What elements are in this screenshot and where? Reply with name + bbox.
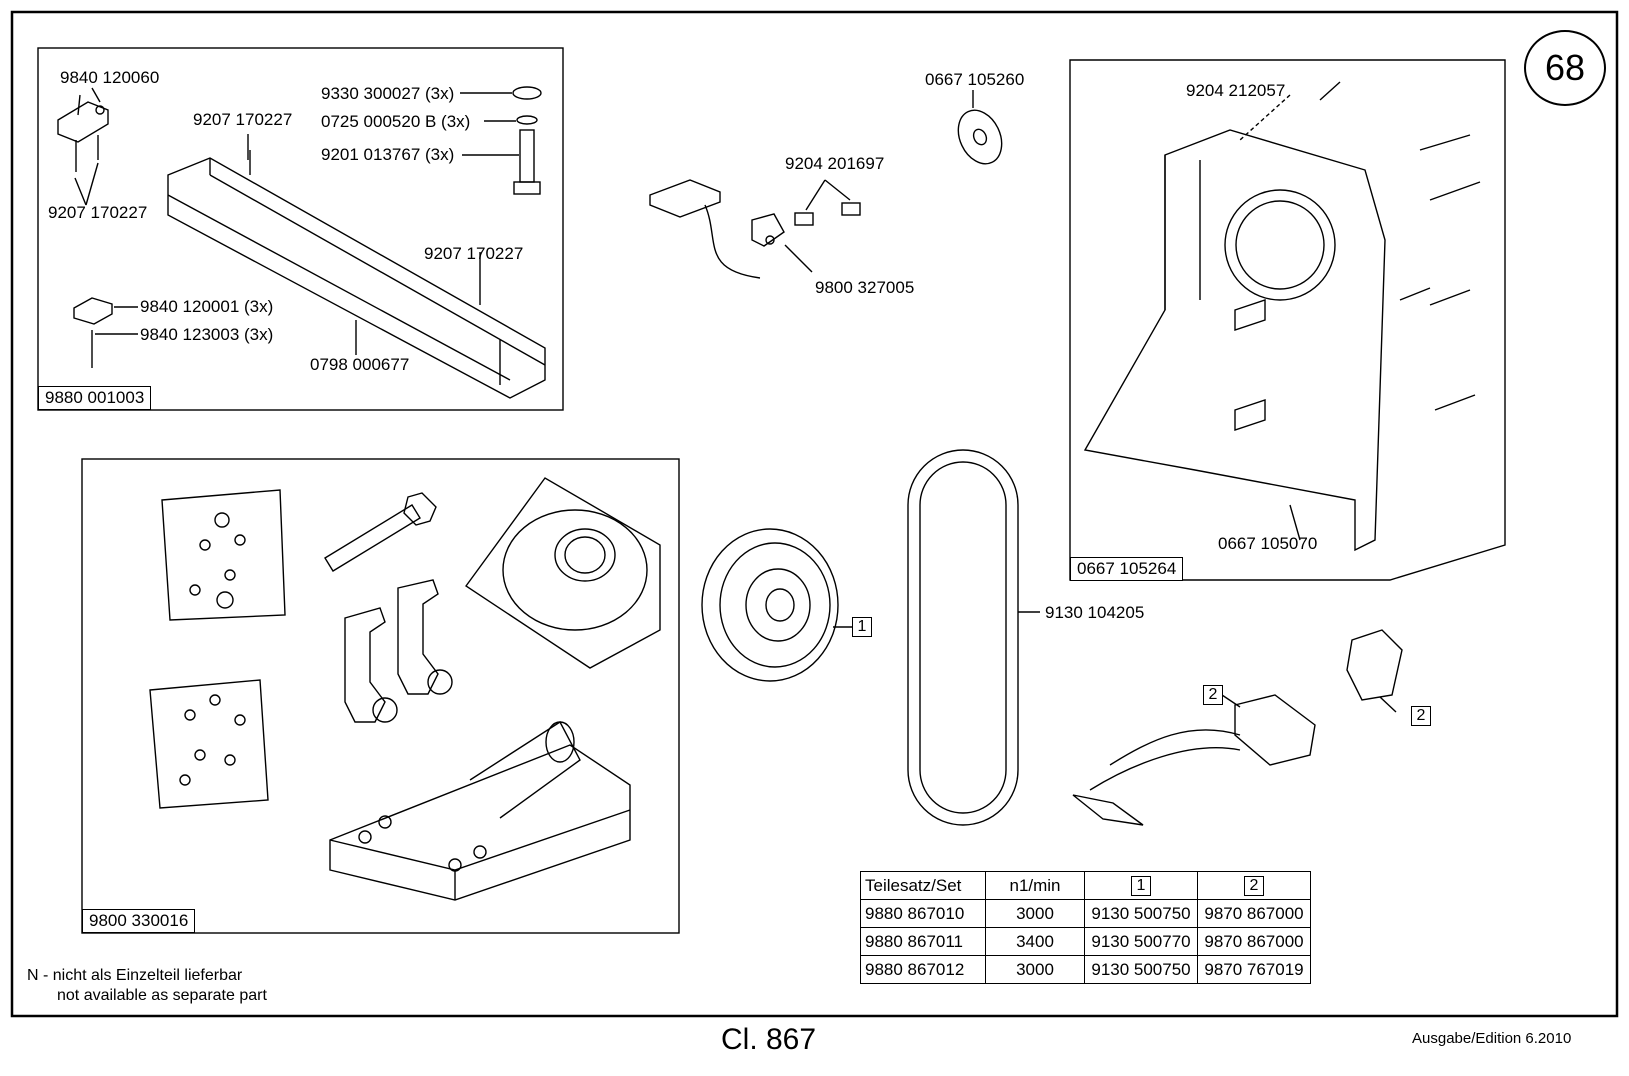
part-label: 9204 201697 xyxy=(785,154,885,173)
table-cell: 9130 500770 xyxy=(1084,927,1198,956)
cable-drawing xyxy=(1072,694,1316,826)
motor-flange-drawing xyxy=(465,477,661,669)
table-cell: 3000 xyxy=(985,899,1085,928)
lever-arms-drawing xyxy=(344,579,453,723)
table-row: 9880 867012 3000 9130 500750 9870 767019 xyxy=(860,955,1311,984)
hardware-bag-2-drawing xyxy=(149,679,269,809)
table-cell: 3400 xyxy=(985,927,1085,956)
part-label: 9330 300027 (3x) xyxy=(321,84,455,103)
page-number: 68 xyxy=(1524,30,1606,106)
table-cell: 9870 867000 xyxy=(1197,899,1311,928)
hex-bolt-drawing xyxy=(324,492,437,572)
table-row: 9880 867010 3000 9130 500750 9870 867000 xyxy=(860,899,1311,928)
group-box-label: 9880 001003 xyxy=(38,386,152,410)
table-cell: 9130 500750 xyxy=(1084,899,1198,928)
frame-top-left xyxy=(37,47,564,411)
table-header: 2 xyxy=(1197,871,1311,900)
edition-label: Ausgabe/Edition 6.2010 xyxy=(1412,1030,1572,1047)
part-label: 0667 105260 xyxy=(925,70,1025,89)
table-cell: 9880 867010 xyxy=(860,899,986,928)
table-header-row: Teilesatz/Set n1/min 1 2 xyxy=(860,871,1311,900)
callout-connector: 2 xyxy=(1411,706,1431,726)
part-label: 9840 120001 (3x) xyxy=(140,297,274,316)
outer-frame xyxy=(10,10,1619,1018)
group-box-label: 0667 105264 xyxy=(1070,557,1184,581)
parts-table: Teilesatz/Set n1/min 1 2 9880 867010 300… xyxy=(860,871,1311,984)
part-label: 9130 104205 xyxy=(1045,603,1145,622)
hardware-bag-1-drawing xyxy=(161,489,286,621)
note-de: N - nicht als Einzelteil lieferbar xyxy=(27,967,243,984)
clamp-bracket-drawing xyxy=(57,87,109,172)
part-label: 0798 000677 xyxy=(310,355,410,374)
sensor-drawing xyxy=(649,179,861,279)
washer-drawing xyxy=(957,90,1003,165)
part-label: 9207 170227 xyxy=(193,110,293,129)
table-cell: 9130 500750 xyxy=(1084,955,1198,984)
table-cell: 9870 767019 xyxy=(1197,955,1311,984)
frame-cover xyxy=(1069,59,1506,581)
part-label: 9201 013767 (3x) xyxy=(321,145,455,164)
table-row: 9880 867011 3400 9130 500770 9870 867000 xyxy=(860,927,1311,956)
part-label: 9840 120060 xyxy=(60,68,160,87)
rail-drawing xyxy=(167,150,546,399)
frame-kit xyxy=(81,458,680,934)
part-label: 9204 212057 xyxy=(1186,81,1286,100)
table-cell: 9870 867000 xyxy=(1197,927,1311,956)
callout-cable: 2 xyxy=(1203,685,1223,705)
table-header: Teilesatz/Set xyxy=(860,871,986,900)
table-header: n1/min xyxy=(985,871,1085,900)
part-label: 9207 170227 xyxy=(48,203,148,222)
callout-pulley: 1 xyxy=(852,617,872,637)
model-title: Cl. 867 xyxy=(721,1023,817,1056)
part-label: 0667 105070 xyxy=(1218,534,1318,553)
note-en: not available as separate part xyxy=(57,987,267,1004)
callout-box: 2 xyxy=(1244,876,1264,896)
v-belt-drawing xyxy=(907,449,1040,826)
part-label: 0725 000520 B (3x) xyxy=(321,112,471,131)
pulley-drawing xyxy=(701,528,852,682)
table-cell: 9880 867012 xyxy=(860,955,986,984)
bolt-stack-drawing xyxy=(460,86,542,195)
table-header: 1 xyxy=(1084,871,1198,900)
clip-pin-drawing xyxy=(73,297,138,368)
mounting-bracket-drawing xyxy=(329,720,631,901)
table-cell: 3000 xyxy=(985,955,1085,984)
group-box-label: 9800 330016 xyxy=(82,909,196,933)
table-cell: 9880 867011 xyxy=(860,927,986,956)
part-label: 9840 123003 (3x) xyxy=(140,325,274,344)
connector-drawing xyxy=(1346,629,1403,713)
callout-box: 1 xyxy=(1131,876,1151,896)
belt-cover-drawing xyxy=(1083,81,1481,552)
part-label: 9207 170227 xyxy=(424,244,524,263)
part-label: 9800 327005 xyxy=(815,278,915,297)
